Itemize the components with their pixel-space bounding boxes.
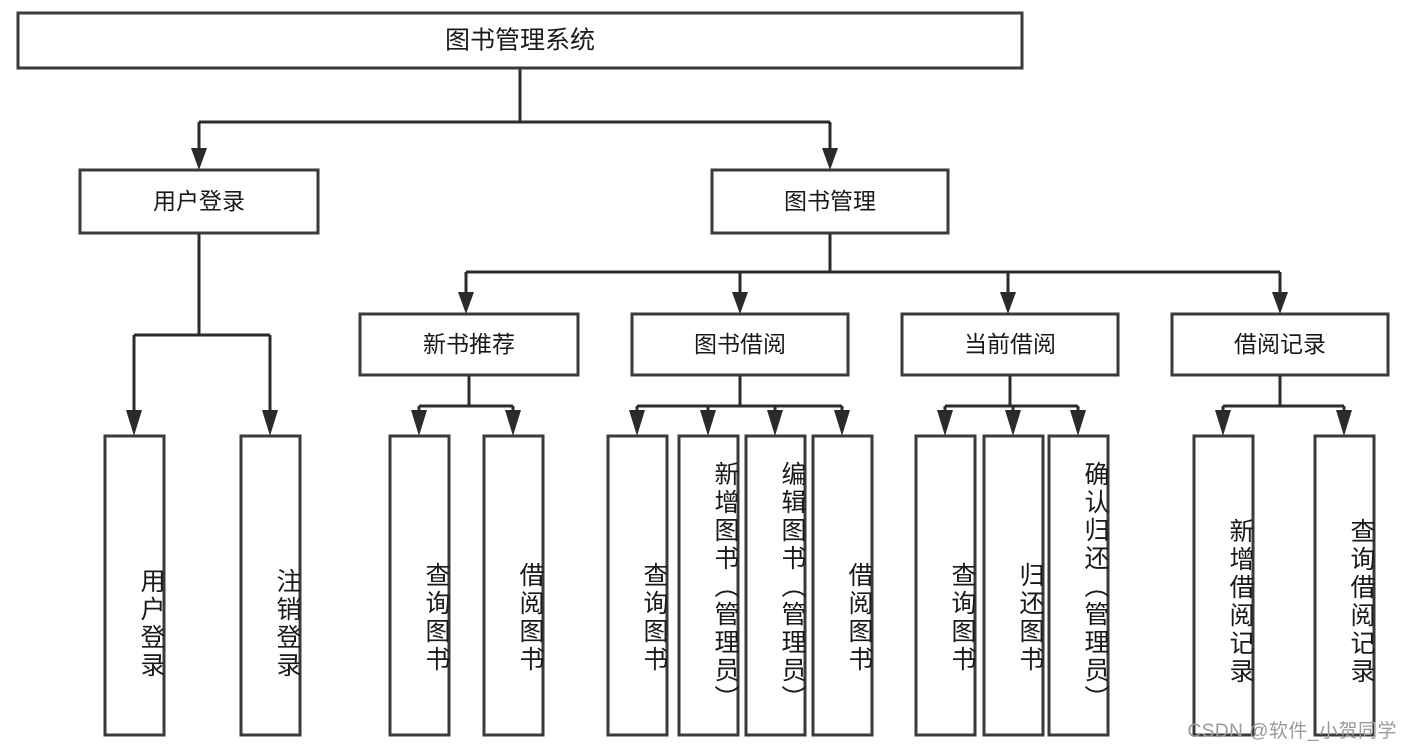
node-leaf-user-login-box[interactable]: [103, 434, 166, 737]
arrow-head-leaf-borrow-book-1: [505, 410, 521, 436]
node-book-borrow-label: 图书借阅: [694, 331, 786, 357]
arrow-head-leaf-add-record: [1215, 410, 1231, 436]
node-leaf-return-book-box[interactable]: [982, 434, 1045, 737]
node-leaf-query-book-1-box[interactable]: [388, 434, 451, 737]
node-user-login-label: 用户登录: [153, 188, 245, 214]
arrow-head-leaf-add-book: [700, 410, 716, 436]
arrow-head-leaf-query-book-1: [411, 410, 427, 436]
arrow-head-user-login: [191, 148, 207, 170]
node-current-borrow-box[interactable]: [900, 312, 1120, 377]
arrow-head-leaf-edit-book: [767, 410, 783, 436]
node-root[interactable]: 图书管理系统: [16, 11, 1024, 70]
arrow-head-leaf-user-login: [126, 410, 142, 436]
arrow-head-leaf-borrow-book-2: [834, 410, 850, 436]
arrow-head-leaf-query-record: [1336, 410, 1352, 436]
node-borrow-record-label: 借阅记录: [1234, 331, 1326, 357]
arrow-head-leaf-return-book: [1005, 410, 1021, 436]
arrow-head-leaf-user-logout: [262, 410, 278, 436]
node-new-book-recommend-label: 新书推荐: [423, 331, 515, 357]
watermark-text: CSDN @软件_小贺同学: [1187, 721, 1397, 742]
node-leaf-add-book-box[interactable]: [677, 434, 740, 737]
node-leaf-confirm-return-box[interactable]: [1047, 434, 1110, 737]
arrow-head-new-book-recommend: [458, 292, 474, 314]
node-book-management-box[interactable]: [710, 168, 950, 235]
node-leaf-query-record-box[interactable]: [1313, 434, 1376, 737]
arrow-head-borrow-record: [1272, 292, 1288, 314]
node-book-management-label: 图书管理: [784, 188, 876, 214]
node-book-borrow[interactable]: 图书借阅: [630, 312, 850, 377]
arrow-head-book-management: [822, 148, 838, 170]
node-leaf-edit-book-box[interactable]: [744, 434, 807, 737]
arrow-head-leaf-query-book-3: [937, 410, 953, 436]
node-root-label: 图书管理系统: [445, 27, 595, 55]
node-book-management[interactable]: 图书管理: [710, 168, 950, 235]
arrow-head-leaf-confirm-return: [1070, 410, 1086, 436]
arrow-head-book-borrow: [732, 292, 748, 314]
node-current-borrow-label: 当前借阅: [964, 331, 1056, 357]
node-leaf-borrow-book-2-box[interactable]: [811, 434, 874, 737]
connector-layer: [126, 68, 1352, 436]
node-leaf-user-logout-box[interactable]: [239, 434, 302, 737]
node-borrow-record[interactable]: 借阅记录: [1170, 312, 1390, 377]
arrow-head-current-borrow: [1000, 292, 1016, 314]
node-new-book-recommend-box[interactable]: [358, 312, 580, 377]
node-new-book-recommend[interactable]: 新书推荐: [358, 312, 580, 377]
node-leaf-query-book-3-box[interactable]: [914, 434, 977, 737]
node-user-login-box[interactable]: [78, 168, 320, 235]
node-leaf-borrow-book-1-box[interactable]: [482, 434, 545, 737]
node-leaf-query-book-2-box[interactable]: [606, 434, 669, 737]
node-root-box[interactable]: [16, 11, 1024, 70]
node-leaf-add-record-box[interactable]: [1192, 434, 1255, 737]
node-user-login[interactable]: 用户登录: [78, 168, 320, 235]
node-current-borrow[interactable]: 当前借阅: [900, 312, 1120, 377]
node-book-borrow-box[interactable]: [630, 312, 850, 377]
node-borrow-record-box[interactable]: [1170, 312, 1390, 377]
arrow-head-leaf-query-book-2: [629, 410, 645, 436]
